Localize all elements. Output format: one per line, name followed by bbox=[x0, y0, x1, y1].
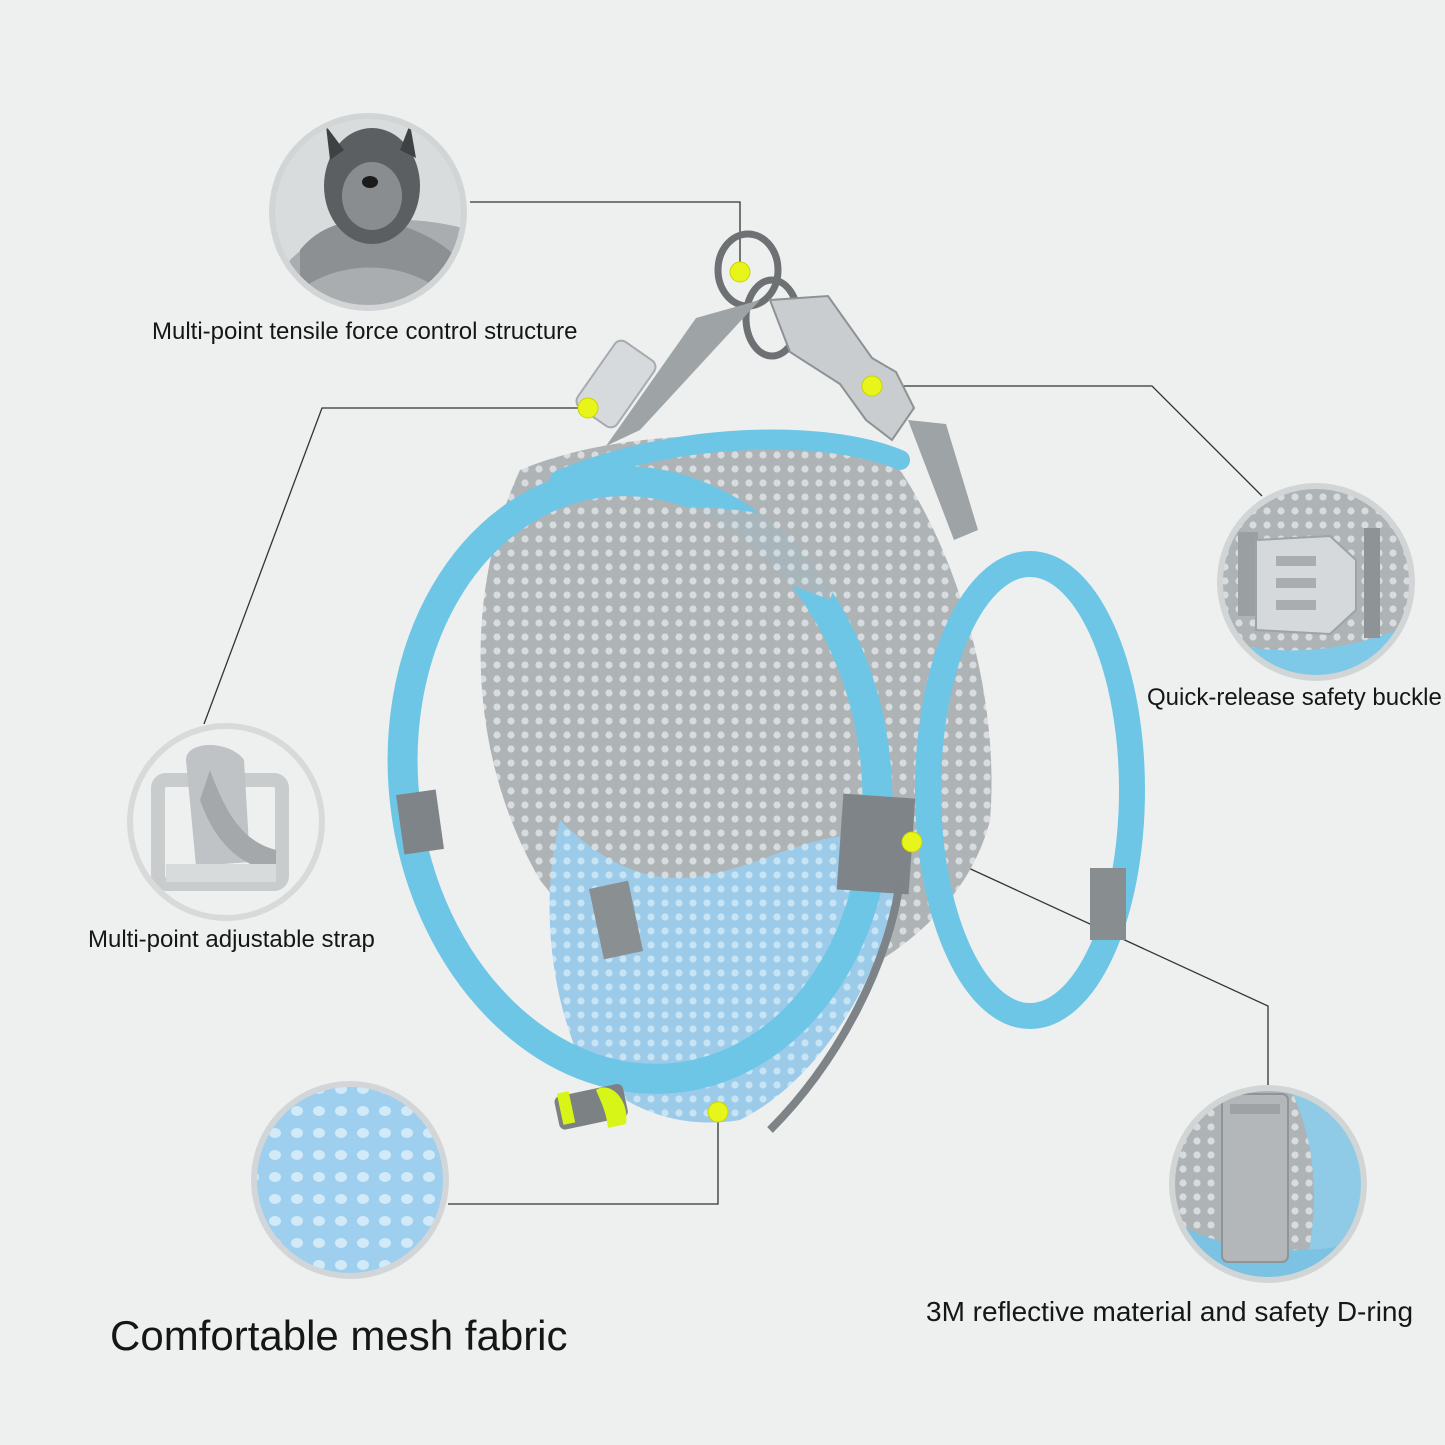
leader-line-reflective bbox=[911, 841, 1269, 1088]
top-strap-right bbox=[908, 420, 978, 540]
detail-circle-reflective bbox=[1169, 1085, 1367, 1283]
buckle-icon bbox=[1238, 528, 1380, 638]
front-mesh-panel bbox=[549, 820, 900, 1123]
top-buckle-icon bbox=[768, 294, 916, 442]
label-tensile-structure: Multi-point tensile force control struct… bbox=[152, 318, 578, 345]
marker-dot-reflective bbox=[901, 831, 923, 853]
label-reflective-material: 3M reflective material and safety D-ring bbox=[926, 1296, 1414, 1327]
detail-circle-buckle bbox=[1217, 483, 1415, 681]
reflective-d-ring-icon bbox=[554, 1083, 628, 1130]
label-quick-release-buckle: Quick-release safety buckle bbox=[1147, 684, 1442, 711]
adjust-strap-left bbox=[396, 789, 444, 855]
adjust-strap-mid bbox=[836, 793, 916, 895]
reflective-strip-icon bbox=[1221, 1093, 1289, 1263]
detail-circle-strap bbox=[127, 723, 325, 921]
slider-strap-icon bbox=[151, 745, 289, 891]
marker-dot-tensile bbox=[729, 261, 751, 283]
top-strap-left bbox=[606, 300, 760, 446]
marker-dot-mesh bbox=[707, 1101, 729, 1123]
marker-dot-strap bbox=[577, 397, 599, 419]
marker-dot-buckle bbox=[861, 375, 883, 397]
leader-line-mesh bbox=[448, 1112, 719, 1205]
adjust-strap-right bbox=[1090, 868, 1126, 940]
leader-line-strap bbox=[203, 407, 588, 725]
markers bbox=[577, 261, 923, 1123]
mesh-texture bbox=[254, 1084, 446, 1276]
detail-circle-mesh bbox=[251, 1081, 449, 1279]
label-adjustable-strap: Multi-point adjustable strap bbox=[88, 926, 375, 953]
leader-lines bbox=[203, 201, 1269, 1205]
reflective-trim bbox=[767, 879, 904, 1133]
right-leg-ring bbox=[915, 551, 1145, 1029]
inner-mesh bbox=[580, 506, 850, 600]
detail-circle-tensile bbox=[269, 113, 467, 311]
leader-line-tensile bbox=[470, 201, 741, 272]
label-mesh-fabric: Comfortable mesh fabric bbox=[110, 1312, 568, 1359]
leader-line-buckle bbox=[872, 385, 1263, 497]
adjust-strap-bottom bbox=[588, 880, 644, 960]
harness-illustration bbox=[387, 230, 1145, 1133]
top-rim bbox=[550, 429, 910, 490]
